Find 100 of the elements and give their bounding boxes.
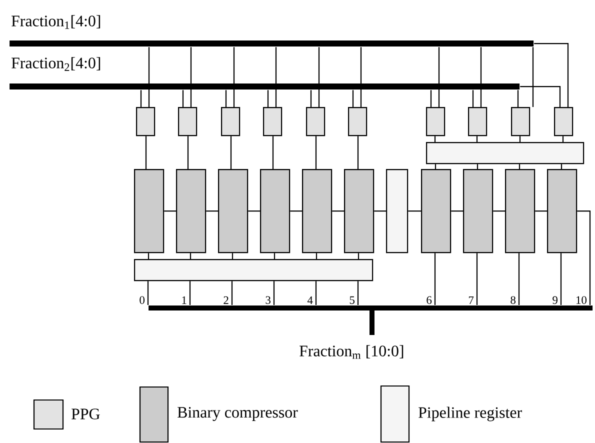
wire <box>357 281 359 305</box>
compressor-box <box>344 169 374 254</box>
wire <box>560 253 562 305</box>
wire <box>274 253 276 259</box>
wire <box>233 47 235 107</box>
register-bar <box>134 259 374 282</box>
bit-label: 7 <box>468 296 474 304</box>
compressor-box <box>134 169 164 254</box>
ppg-box <box>348 107 368 136</box>
wire <box>374 210 386 212</box>
wire <box>520 86 561 107</box>
compressor-box <box>302 169 332 254</box>
wire <box>182 90 184 107</box>
wire <box>248 210 260 212</box>
bit-label: 1 <box>182 296 186 304</box>
wire <box>472 90 474 107</box>
bus-label: Fraction$_{1}$[4:0] <box>12 15 100 29</box>
wire <box>267 90 269 107</box>
wire <box>147 281 149 305</box>
compressor-box <box>463 169 494 254</box>
legend-label: Binary compressor <box>178 407 298 421</box>
wire <box>451 210 463 212</box>
ppg-box <box>554 107 574 136</box>
wire <box>532 47 534 107</box>
compressor-box <box>505 169 536 254</box>
compressor-box <box>421 169 452 254</box>
wire <box>272 136 274 169</box>
wire <box>408 210 421 212</box>
compressor-box <box>547 169 578 254</box>
wire <box>577 210 591 305</box>
ppg-box <box>221 107 240 136</box>
wire <box>190 47 192 107</box>
ppg-box <box>263 107 282 136</box>
bus-label: Fraction$_{2}$[4:0] <box>12 57 100 71</box>
wire <box>358 253 360 259</box>
bit-label: 5 <box>350 296 354 304</box>
wire <box>519 136 521 142</box>
wire <box>189 281 191 305</box>
wire <box>310 90 312 107</box>
ppg-box <box>136 107 156 136</box>
wire <box>534 43 569 107</box>
ppg-box <box>468 107 488 136</box>
bit-label: 8 <box>510 296 516 304</box>
wire <box>164 210 176 212</box>
bit-label: 3 <box>266 296 270 304</box>
wire <box>352 90 354 107</box>
wire <box>360 47 362 107</box>
wire <box>493 210 505 212</box>
wire <box>480 47 482 107</box>
wire <box>190 253 192 259</box>
wire <box>562 136 564 142</box>
compressor-box <box>218 169 248 254</box>
wire <box>273 281 275 305</box>
wire <box>476 253 478 305</box>
wire <box>476 136 478 142</box>
wire <box>434 253 436 305</box>
ppg-box <box>306 107 326 136</box>
wire <box>518 253 520 305</box>
legend-label: PPG <box>72 408 100 420</box>
ppg-box <box>511 107 530 136</box>
register-bar <box>426 142 584 164</box>
wire <box>315 281 317 305</box>
compressor-box <box>260 169 290 254</box>
ppg-box <box>426 107 446 136</box>
register-bar <box>386 169 408 254</box>
wire <box>145 136 147 169</box>
bit-label: 6 <box>426 296 432 304</box>
wire <box>430 90 432 107</box>
wire <box>232 253 234 259</box>
wire <box>438 47 440 107</box>
wire <box>316 253 318 259</box>
bit-label: 4 <box>307 296 313 304</box>
wire <box>187 136 189 169</box>
wire <box>332 210 344 212</box>
wire <box>560 164 562 169</box>
wire <box>206 210 218 212</box>
bit-label: 0 <box>140 296 145 304</box>
wire <box>231 281 233 305</box>
wire <box>318 47 320 107</box>
bit-label: 9 <box>552 296 558 304</box>
wire <box>517 90 519 107</box>
wire <box>290 210 302 212</box>
wire <box>476 164 478 169</box>
wire <box>225 90 227 107</box>
ppg-box <box>178 107 198 136</box>
wire <box>434 136 436 142</box>
legend-label: Pipeline register <box>418 406 522 422</box>
wire <box>315 136 317 169</box>
wire <box>230 136 232 169</box>
wire <box>140 90 142 107</box>
bit-label: 10 <box>576 296 587 304</box>
wire <box>518 164 520 169</box>
bit-label: 2 <box>224 296 228 304</box>
wire <box>148 253 150 259</box>
compressor-box <box>176 169 206 254</box>
wire <box>434 164 436 169</box>
wire <box>357 136 359 169</box>
wire <box>535 210 547 212</box>
wire <box>148 47 150 107</box>
bus-label: Fraction$_{m}$ [10:0] <box>300 345 404 359</box>
